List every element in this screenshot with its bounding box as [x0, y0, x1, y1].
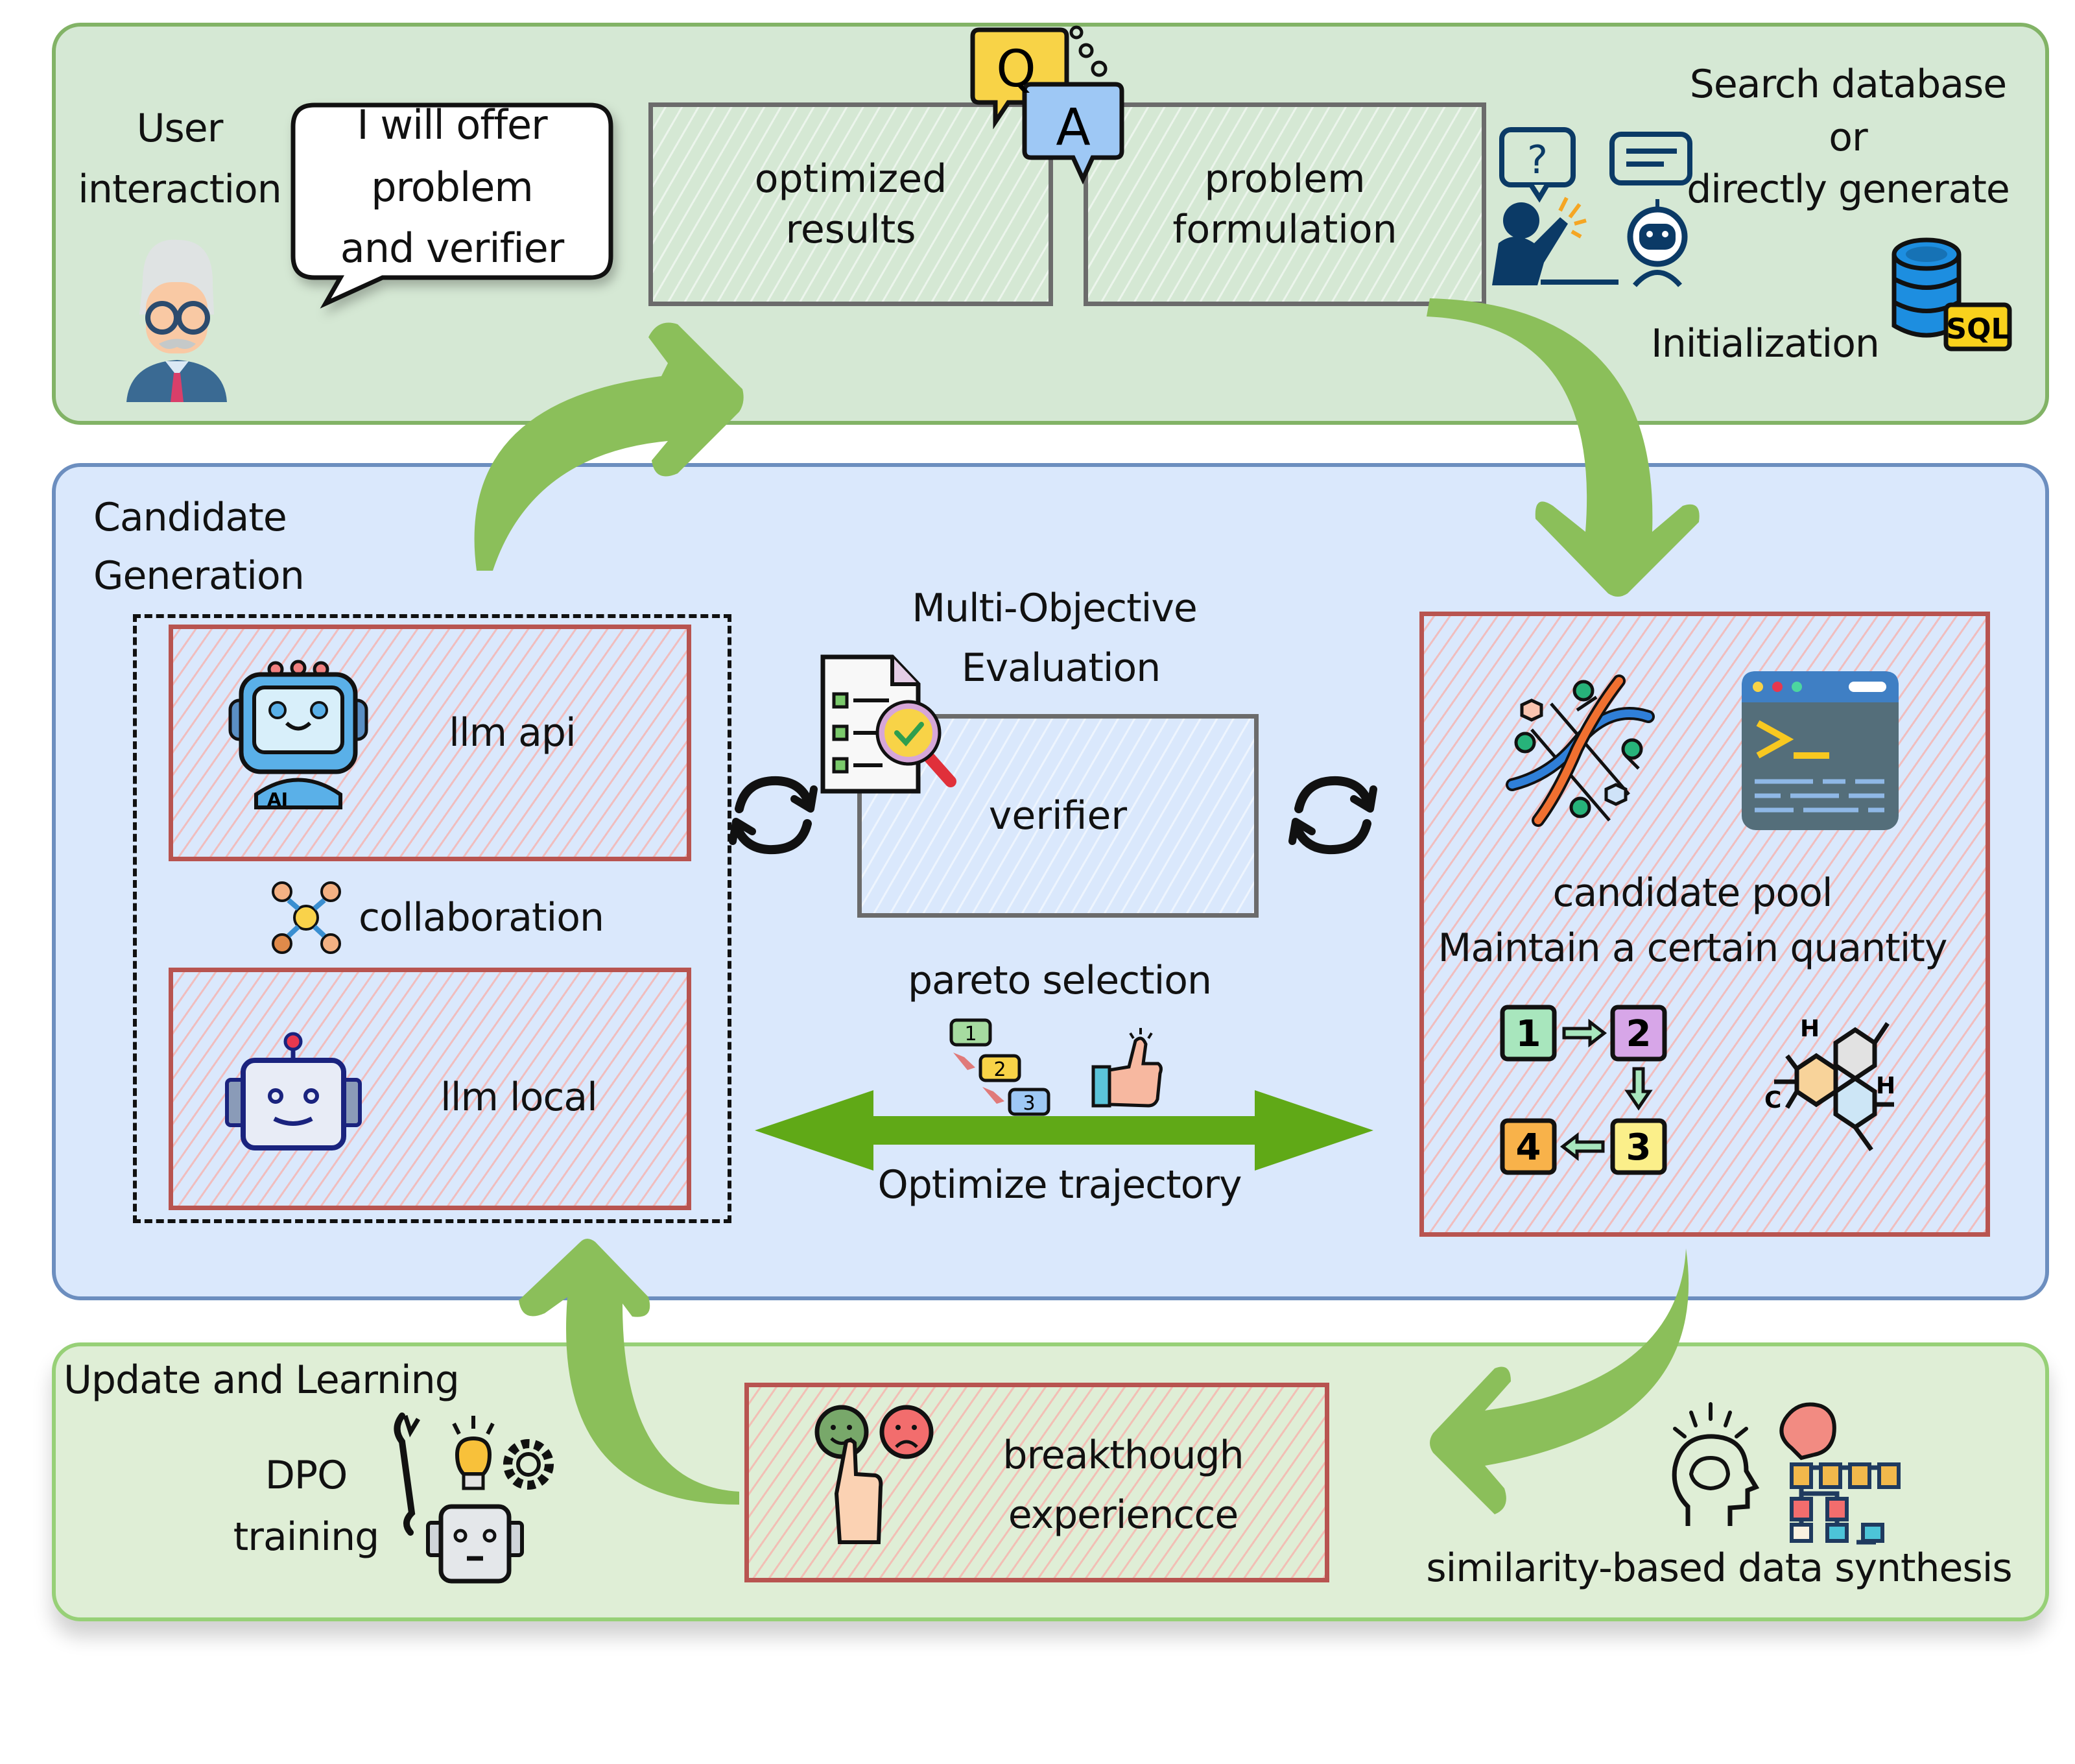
user-interaction-label-line2: interaction — [78, 167, 281, 212]
molecule-h-top: H — [1800, 1016, 1820, 1042]
llm-api-label: llm api — [449, 710, 576, 756]
workflow-steps-icon: 1 2 3 4 — [1500, 1005, 1667, 1175]
candidate-pool-label: candidate pool — [1552, 870, 1832, 916]
flow-arrow-pool-to-synthesis — [1430, 1248, 1689, 1514]
dpo-label-line1: DPO — [265, 1453, 348, 1498]
collaboration-icon — [272, 881, 341, 954]
breakthrough-label-line1: breakthough — [1002, 1433, 1244, 1478]
problem-formulation-line2: formulation — [1172, 207, 1397, 252]
collaboration-label: collaboration — [359, 895, 604, 940]
generator-group-dashed-box — [133, 614, 731, 1223]
cycle-arrows-icon-left — [729, 776, 818, 855]
llm-local-label: llm local — [440, 1075, 598, 1120]
problem-formulation-line1: problem — [1204, 156, 1366, 202]
step-1: 1 — [1516, 1013, 1541, 1055]
search-database-line1: Search database — [1689, 62, 2007, 107]
dna-icon — [1506, 674, 1655, 827]
rank-1: 1 — [964, 1023, 977, 1045]
optimized-results-line1: optimized — [754, 156, 947, 202]
human-robot-dialogue-icon: ? — [1492, 127, 1692, 287]
maintain-quantity-label: Maintain a certain quantity — [1438, 925, 1948, 971]
step-3: 3 — [1626, 1126, 1652, 1169]
speech-line-3: and verifier — [340, 224, 565, 272]
feedback-faces-icon — [814, 1405, 934, 1544]
initialization-label: Initialization — [1651, 321, 1880, 366]
step-4: 4 — [1516, 1126, 1541, 1169]
qa-q-letter: Q — [996, 40, 1036, 99]
sql-database-icon: SQL — [1891, 237, 2012, 352]
checklist-search-icon — [820, 654, 956, 794]
qa-a-letter: A — [1056, 99, 1090, 157]
multi-objective-label-line1: Multi-Objective — [912, 586, 1197, 631]
svg-text:?: ? — [1527, 137, 1548, 183]
verifier-label: verifier — [988, 793, 1128, 839]
molecule-c-left: C — [1764, 1087, 1781, 1114]
search-database-line2: or — [1829, 115, 1868, 160]
molecule-icon: H H C — [1764, 1016, 1895, 1152]
candidate-generation-title-line1: Candidate — [93, 495, 287, 540]
ai-robot-icon: AI — [228, 660, 368, 810]
pareto-selection-label: pareto selection — [907, 958, 1212, 1003]
dpo-training-robot-icon — [394, 1412, 554, 1584]
search-database-line3: directly generate — [1687, 167, 2010, 212]
speech-line-2: problem — [371, 163, 534, 211]
breakthrough-label-line2: experiencce — [1008, 1492, 1239, 1538]
ranking-steps-icon: 1 2 3 — [949, 1018, 1050, 1116]
optimize-trajectory-label: Optimize trajectory — [877, 1162, 1242, 1208]
cycle-arrows-icon-right — [1288, 776, 1377, 855]
terminal-window-icon — [1742, 671, 1899, 830]
speech-bubble — [290, 102, 613, 309]
thumbs-up-icon — [1091, 1028, 1163, 1108]
step-2: 2 — [1626, 1013, 1652, 1055]
multi-objective-label-line2: Evaluation — [961, 645, 1161, 691]
rank-2: 2 — [993, 1058, 1006, 1081]
brain-knowledge-graph-icon — [1672, 1402, 1901, 1545]
elderly-user-avatar-icon — [126, 239, 227, 402]
problem-formulation-box[interactable]: problem formulation — [1084, 102, 1486, 306]
sql-badge-text: SQL — [1946, 313, 2009, 346]
optimize-trajectory-double-arrow — [755, 1090, 1373, 1171]
ai-badge-text: AI — [267, 789, 288, 810]
candidate-generation-title-line2: Generation — [93, 553, 305, 599]
optimized-results-box[interactable]: optimized results — [648, 102, 1053, 306]
optimized-results-line2: results — [785, 207, 916, 252]
user-interaction-label-line1: User — [136, 106, 224, 151]
similarity-synthesis-label: similarity-based data synthesis — [1426, 1545, 2012, 1591]
qa-chat-icon: Q A — [970, 25, 1124, 185]
speech-line-1: I will offer — [357, 101, 547, 149]
rank-3: 3 — [1023, 1092, 1035, 1115]
update-learning-title: Update and Learning — [64, 1357, 460, 1403]
dpo-label-line2: training — [233, 1514, 379, 1560]
local-robot-icon — [225, 1032, 362, 1150]
molecule-h-right: H — [1876, 1073, 1895, 1099]
flow-arrow-experience-to-generation — [519, 1239, 739, 1505]
flow-arrow-formulation-to-pool — [1427, 298, 1700, 597]
flow-arrow-generation-to-results — [474, 322, 744, 571]
